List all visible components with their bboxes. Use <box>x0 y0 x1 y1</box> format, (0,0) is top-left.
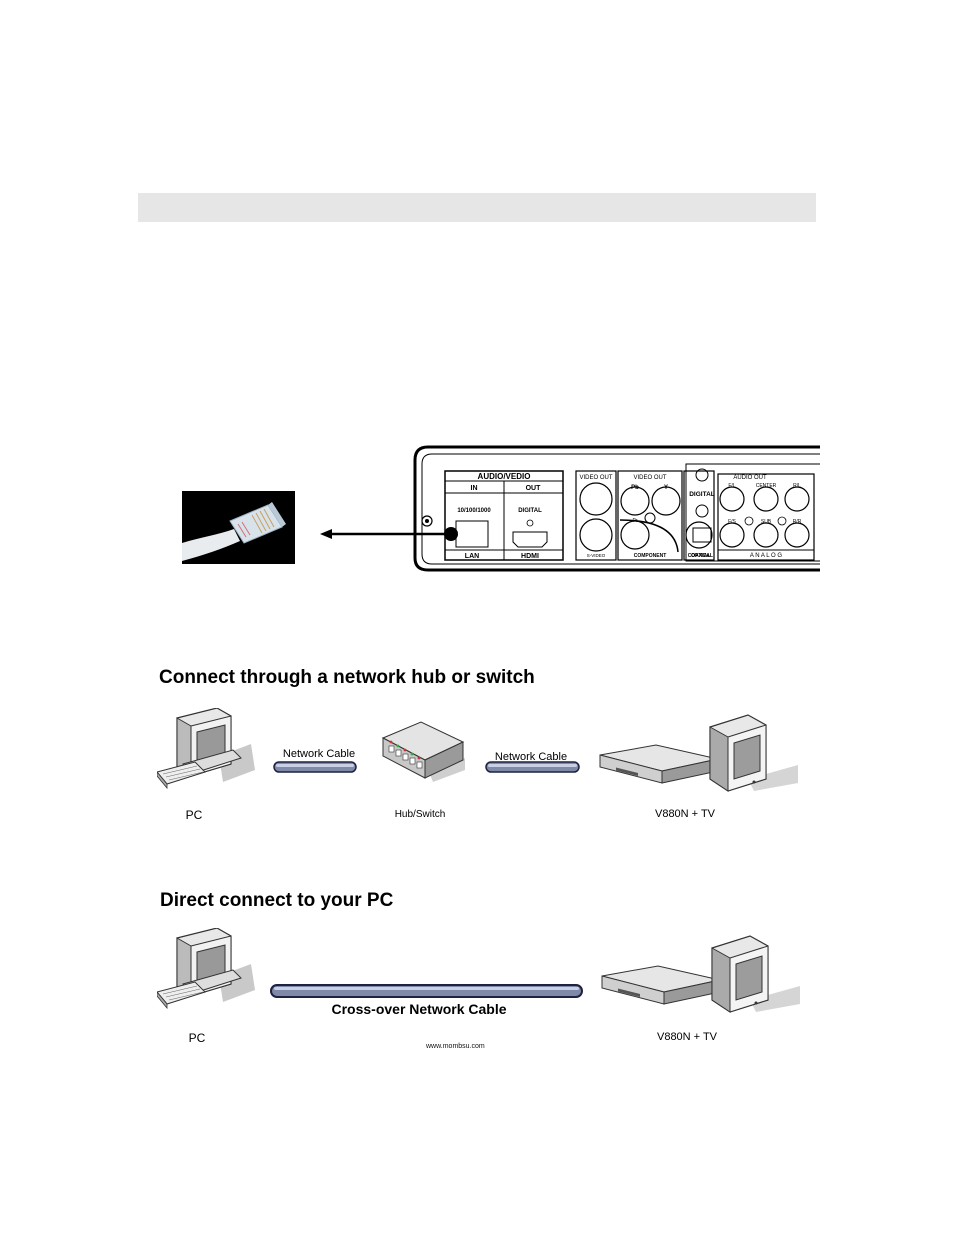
panel-label: F/S <box>728 519 736 525</box>
rear-panel-drawing: AUDIO/VEDIO IN OUT 10/100/1000 LAN DIGIT… <box>320 445 820 572</box>
direct-section-title: Direct connect to your PC <box>160 890 394 911</box>
panel-label: S-VIDEO <box>587 553 606 558</box>
player-tv-icon <box>599 714 798 792</box>
cable-label-1: Network Cable <box>282 748 356 760</box>
hub-switch-icon <box>381 721 465 782</box>
hub-section-title: Connect through a network hub or switch <box>159 667 535 688</box>
panel-label: Pb <box>631 485 639 491</box>
panel-label: SUB <box>761 519 772 525</box>
panel-label: DIGITAL <box>689 491 715 498</box>
panel-label: F/L <box>728 483 735 489</box>
pc-icon <box>157 928 255 1010</box>
pc-label-1: PC <box>185 808 203 822</box>
lan-speed: 10/100/1000 <box>457 508 491 514</box>
lan-label: LAN <box>465 553 479 560</box>
panel-label: COMPONENT <box>634 553 667 559</box>
panel-label: OPTICAL <box>691 553 713 559</box>
in-label: IN <box>471 485 478 492</box>
panel-label: CENTER <box>756 483 777 489</box>
chassis-screw <box>421 515 433 527</box>
lan-port <box>455 520 489 548</box>
pc-icon <box>157 708 255 790</box>
panel-label: AUDIO OUT <box>733 475 767 481</box>
panel-label: Y <box>664 485 668 491</box>
panel-label: R/L <box>793 483 801 489</box>
network-cable-2 <box>485 761 580 773</box>
hub-label: Hub/Switch <box>394 809 446 820</box>
watermark: www.mombsu.com <box>426 1043 485 1050</box>
device-label-1: V880N + TV <box>654 808 716 820</box>
section-title: AUDIO/VEDIO <box>478 472 531 481</box>
section-header-band <box>138 193 816 222</box>
out-label: OUT <box>526 485 542 492</box>
hdmi-label: HDMI <box>521 553 539 560</box>
panel-label: COAXIAL <box>688 553 711 559</box>
digital-small: DIGITAL <box>518 508 542 514</box>
panel-label: VIDEO OUT <box>579 475 612 481</box>
device-label-2: V880N + TV <box>656 1031 718 1043</box>
crossover-cable <box>270 984 583 998</box>
rj45-connector-photo <box>182 491 295 564</box>
crossover-cable-label: Cross-over Network Cable <box>331 1001 507 1017</box>
cable-label-2: Network Cable <box>494 751 568 763</box>
hdmi-port <box>512 531 548 548</box>
network-cable-1 <box>273 761 357 773</box>
panel-label: R/R <box>793 519 802 525</box>
pc-label-2: PC <box>188 1031 206 1045</box>
panel-label: VIDEO OUT <box>633 475 666 481</box>
player-tv-icon <box>601 935 800 1013</box>
panel-label: A N A L O G <box>750 553 782 559</box>
